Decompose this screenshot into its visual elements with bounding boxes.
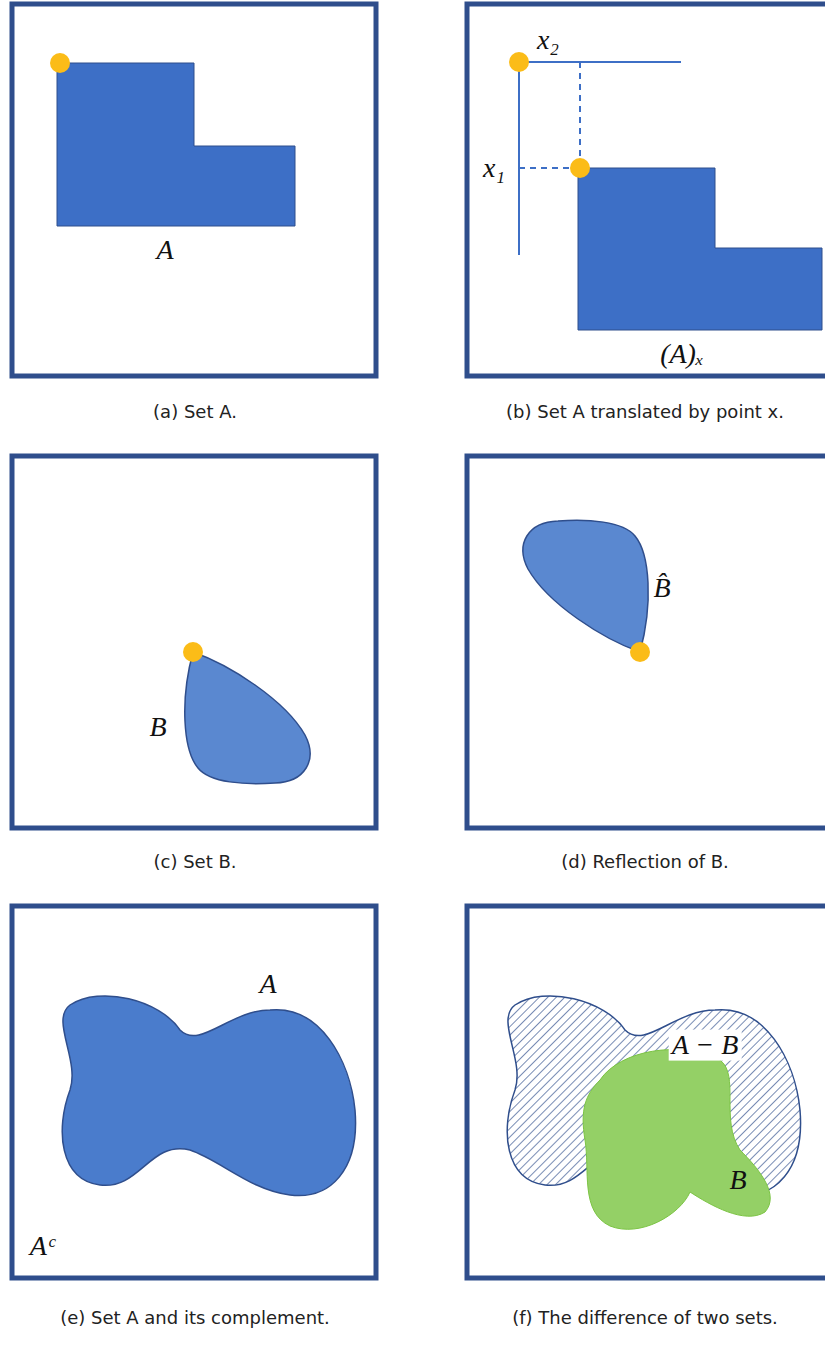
- set-label: B: [729, 1165, 746, 1196]
- set-label: (A)ₓ: [660, 339, 704, 370]
- sub-caption: (e) Set A and its complement.: [60, 1308, 330, 1328]
- set-label: A: [156, 235, 173, 266]
- sub-caption: (d) Reflection of B.: [561, 852, 729, 872]
- set-label: Aᶜ: [30, 1231, 54, 1262]
- axis-label: x₂: [537, 25, 559, 56]
- set-label: B̂: [653, 573, 670, 604]
- sub-caption: (f) The difference of two sets.: [512, 1308, 778, 1328]
- set-label: A − B: [669, 1030, 742, 1061]
- set-label: B: [149, 712, 166, 743]
- sub-caption: (b) Set A translated by point x.: [506, 402, 784, 422]
- sub-caption: (c) Set B.: [153, 852, 236, 872]
- axis-label: x₁: [483, 153, 505, 184]
- sub-caption: (a) Set A.: [153, 402, 237, 422]
- set-label: A: [259, 969, 276, 1000]
